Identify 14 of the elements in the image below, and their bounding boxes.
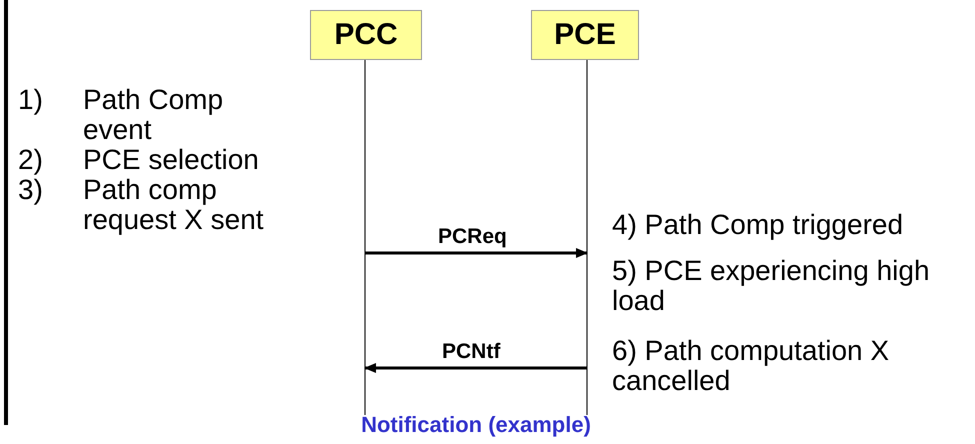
step-number: 3) <box>18 175 44 205</box>
step-text: 4) Path Comp triggered <box>612 210 904 240</box>
step-text: Path comp request X sent <box>83 175 265 235</box>
step-text: Path Comp event <box>83 85 224 145</box>
message-arrow <box>365 248 588 258</box>
step-text: PCE selection <box>83 145 260 175</box>
caption: Notification (example) <box>360 412 592 438</box>
step-text: 6) Path computation X cancelled <box>612 336 890 396</box>
step-number: 2) <box>18 145 44 175</box>
step-number: 1) <box>18 85 44 115</box>
participant-box: PCC <box>310 10 422 60</box>
message-arrow <box>364 363 587 373</box>
participant-box: PCE <box>531 10 639 60</box>
step-text: 5) PCE experiencing high load <box>612 256 931 316</box>
